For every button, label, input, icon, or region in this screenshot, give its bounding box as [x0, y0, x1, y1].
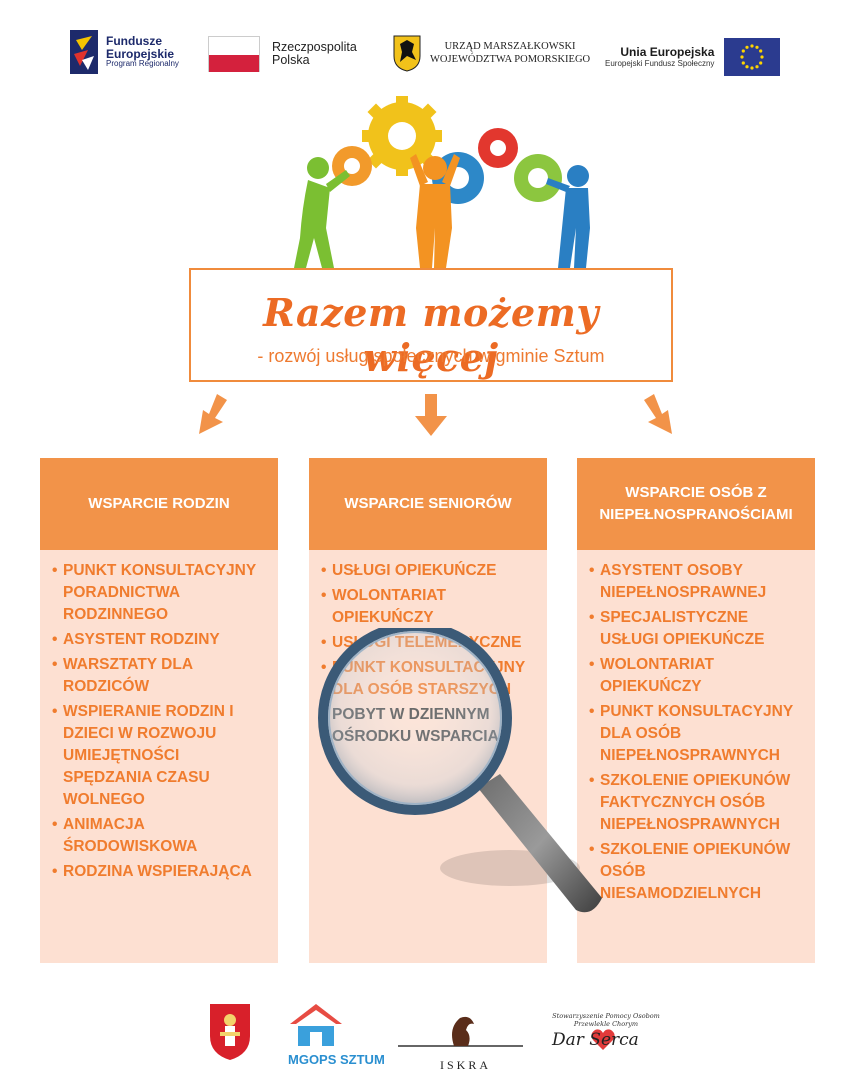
sztum-coat-of-arms-icon	[210, 1004, 250, 1060]
polish-flag-icon	[208, 36, 260, 72]
bottom-logo-strip	[0, 990, 845, 1080]
fundusze-line1: Fundusze	[106, 34, 162, 49]
list-item: SPECJALISTYCZNE USŁUGI OPIEKUŃCZE	[589, 607, 807, 651]
iskra-horse-icon	[398, 1016, 523, 1047]
red-gear-icon	[478, 128, 518, 168]
unia-line2: Europejski Fundusz Społeczny	[605, 59, 715, 69]
list-item: RODZINA WSPIERAJĄCA	[52, 861, 270, 883]
orange-figure-icon	[410, 154, 460, 268]
list-item: WSPIERANIE RODZIN I DZIECI W ROZWOJU UMI…	[52, 701, 270, 811]
griffin-crest-icon	[393, 35, 421, 72]
column-heading: WSPARCIE RODZIN	[40, 458, 278, 550]
column-heading-text: WSPARCIE OSÓB Z NIEPEŁNOSPRANOŚCIAMI	[599, 484, 793, 523]
page-title: Razem możemy więcej	[263, 290, 599, 380]
column-wsparcie-osob-niepelnosprawnych: WSPARCIE OSÓB Z NIEPEŁNOSPRANOŚCIAMI ASY…	[577, 458, 815, 963]
urzad-line2: WOJEWÓDZTWA POMORSKIEGO	[430, 54, 591, 65]
dar-serca-label: Dar Serca	[552, 1030, 639, 1050]
list-item: PUNKT KONSULTACYJNY DLA OSÓB STARSZYCH	[321, 657, 539, 701]
arrow-down-right-icon	[644, 394, 672, 434]
title-box: Razem możemy więcej - rozwój usług społe…	[189, 268, 673, 382]
list-item-magnified: POBYT W DZIENNYM OŚRODKU WSPARCIA	[332, 706, 499, 745]
urzad-marszalkowski-logo: URZĄD MARSZAŁKOWSKI WOJEWÓDZTWA POMORSKI…	[392, 34, 590, 72]
column-heading-text: WSPARCIE SENIORÓW	[344, 495, 512, 513]
list-item: WARSZTATY DLA RODZICÓW	[52, 654, 270, 698]
top-logo-strip: Fundusze Europejskie Program Regionalny …	[0, 0, 845, 100]
column-list: USŁUGI OPIEKUŃCZE WOLONTARIAT OPIEKUŃCZY…	[309, 550, 547, 748]
column-list: PUNKT KONSULTACYJNY PORADNICTWA RODZINNE…	[40, 550, 278, 883]
green-figure-icon	[294, 157, 350, 268]
blue-figure-icon	[546, 165, 590, 268]
rzeczpospolita-line1: Rzeczpospolita	[272, 39, 357, 54]
column-heading-text: WSPARCIE RODZIN	[88, 495, 230, 513]
eu-flag-icon	[724, 38, 781, 76]
column-heading: WSPARCIE OSÓB Z NIEPEŁNOSPRANOŚCIAMI	[577, 458, 815, 550]
column-heading: WSPARCIE SENIORÓW	[309, 458, 547, 550]
list-item: USŁUGI TELEMEDYCZNE	[321, 632, 539, 654]
rzeczpospolita-logo: Rzeczpospolita Polska	[208, 36, 357, 72]
dar-serca-organization-label: Stowarzyszenie Pomocy Osobom Przewlekle …	[552, 1012, 660, 1028]
column-wsparcie-seniorow: WSPARCIE SENIORÓW USŁUGI OPIEKUŃCZE WOLO…	[309, 458, 547, 963]
list-item: PUNKT KONSULTACYJNY PORADNICTWA RODZINNE…	[52, 560, 270, 626]
gears-teamwork-illustration	[294, 96, 590, 268]
mgops-label: MGOPS SZTUM	[288, 1052, 385, 1067]
fe-star-icon	[70, 30, 98, 74]
fundusze-europejskie-logo: Fundusze Europejskie Program Regionalny	[70, 30, 179, 74]
list-item: SZKOLENIE OPIEKUNÓW FAKTYCZNYCH OSÓB NIE…	[589, 770, 807, 836]
green-gear-icon	[514, 154, 562, 202]
list-item: WOLONTARIAT OPIEKUŃCZY	[321, 585, 539, 629]
rzeczpospolita-line2: Polska	[272, 53, 310, 67]
unia-europejska-logo: Unia Europejska Europejski Fundusz Społe…	[605, 38, 781, 76]
column-list: ASYSTENT OSOBY NIEPEŁNOSPRAWNEJ SPECJALI…	[577, 550, 815, 905]
list-item: SZKOLENIE OPIEKUNÓW OSÓB NIESAMODZIELNYC…	[589, 839, 807, 905]
unia-line1: Unia Europejska	[620, 44, 715, 59]
fundusze-line3: Program Regionalny	[106, 59, 179, 69]
list-item: PUNKT KONSULTACYJNY DLA OSÓB NIEPEŁNOSPR…	[589, 701, 807, 767]
list-item: WOLONTARIAT OPIEKUŃCZY	[589, 654, 807, 698]
page-subtitle: - rozwój usług społecznych w gminie Sztu…	[257, 346, 605, 366]
arrow-down-center-icon	[415, 394, 447, 436]
iskra-label: ISKRA	[440, 1058, 492, 1072]
mgops-house-icon	[290, 1004, 342, 1046]
list-item: ANIMACJA ŚRODOWISKOWA	[52, 814, 270, 858]
heart-icon	[591, 1029, 615, 1050]
column-wsparcie-rodzin: WSPARCIE RODZIN PUNKT KONSULTACYJNY PORA…	[40, 458, 278, 963]
list-item: ASYSTENT OSOBY NIEPEŁNOSPRAWNEJ	[589, 560, 807, 604]
list-item: USŁUGI OPIEKUŃCZE	[321, 560, 539, 582]
fundusze-line2: Europejskie	[106, 46, 175, 61]
arrow-down-left-icon	[199, 394, 227, 434]
list-item: ASYSTENT RODZINY	[52, 629, 270, 651]
urzad-line1: URZĄD MARSZAŁKOWSKI	[444, 40, 576, 52]
